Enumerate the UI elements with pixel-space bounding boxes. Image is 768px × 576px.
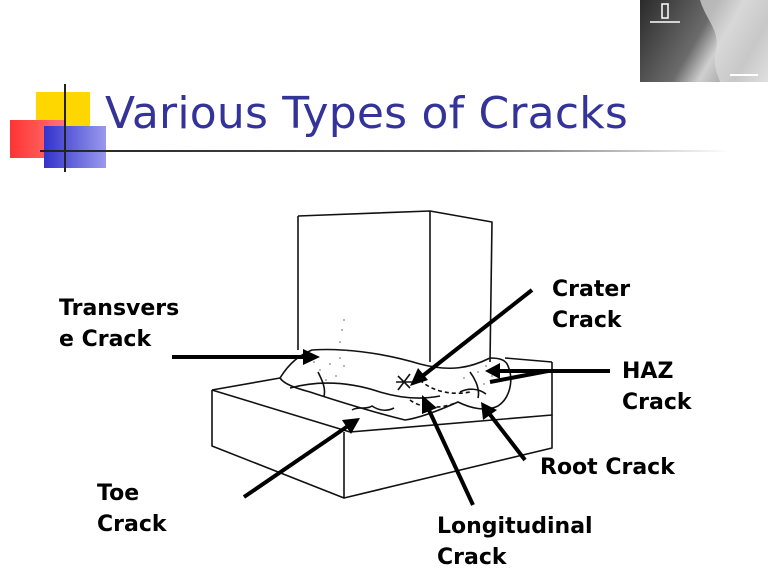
pointer-arrows [172, 288, 610, 506]
label-longitudinal-line1: Longitudinal [437, 514, 593, 539]
micrograph-thumbnail [640, 0, 768, 82]
label-transverse-line1: Transvers [59, 296, 180, 321]
label-toe-crack: Toe Crack [97, 478, 167, 540]
arrowhead-crater [410, 368, 428, 386]
arrow-root [486, 410, 527, 462]
arrowhead-root [481, 402, 497, 420]
label-haz-crack: HAZ Crack [622, 356, 692, 418]
label-crater-line1: Crater [552, 277, 631, 302]
label-haz-line1: HAZ [622, 359, 674, 384]
arrow-crater [418, 288, 534, 380]
title-vertical-rule [64, 84, 66, 172]
arrowhead-toe [342, 418, 360, 434]
label-crater-line2: Crack [552, 308, 622, 333]
label-root-crack: Root Crack [540, 452, 675, 483]
label-toe-line1: Toe [97, 481, 140, 506]
weld-shading [313, 319, 493, 385]
deco-blue-square [44, 126, 106, 168]
arrowhead-transverse [303, 349, 320, 365]
title-underline [40, 150, 730, 152]
weld-joint-drawing [211, 210, 553, 499]
label-crater-crack: Crater Crack [552, 274, 630, 336]
label-transverse-line2: e Crack [59, 327, 152, 352]
label-root-line1: Root Crack [540, 455, 675, 480]
label-toe-line2: Crack [97, 512, 167, 537]
slide-title: Various Types of Cracks [105, 88, 629, 139]
label-longitudinal-crack: Longitudinal Crack [437, 511, 593, 573]
label-transverse-crack: Transvers e Crack [59, 293, 179, 355]
arrowhead-longitudinal [422, 395, 437, 414]
arrowhead-haz [485, 363, 500, 379]
arrow-toe [242, 424, 350, 499]
label-longitudinal-line2: Crack [437, 545, 507, 570]
arrow-haz-2 [489, 369, 549, 384]
arrow-longitudinal [426, 407, 475, 506]
label-haz-line2: Crack [622, 390, 692, 415]
